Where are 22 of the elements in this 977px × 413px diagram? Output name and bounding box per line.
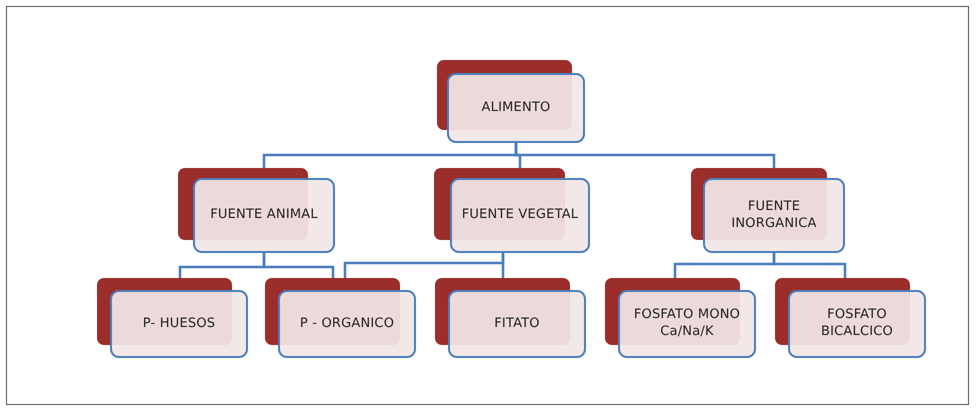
connector-line	[514, 143, 776, 168]
process-box	[775, 278, 926, 358]
connector-line	[262, 253, 334, 278]
node-label: ALIMENTO	[482, 100, 550, 116]
connector-line	[772, 253, 846, 278]
process-box	[178, 168, 335, 253]
node-label: FUENTE VEGETAL	[462, 207, 578, 224]
node-label: FOSFATO MONO Ca/Na/K	[632, 307, 742, 341]
process-box	[691, 168, 845, 253]
node-label: FUENTE INORGANICA	[730, 198, 818, 232]
node-label: FITATO	[494, 316, 540, 332]
node-label: FOSFATO BICALCICO	[820, 307, 894, 341]
process-box	[437, 60, 585, 143]
process-box	[435, 278, 586, 358]
process-box	[265, 278, 416, 358]
process-box	[605, 278, 756, 358]
node-label: FUENTE ANIMAL	[210, 207, 318, 224]
connector-line	[502, 253, 504, 278]
process-box	[97, 278, 248, 358]
node-label: P - ORGANICO	[300, 316, 394, 332]
node-label: P- HUESOS	[142, 316, 216, 332]
process-box	[434, 168, 590, 253]
